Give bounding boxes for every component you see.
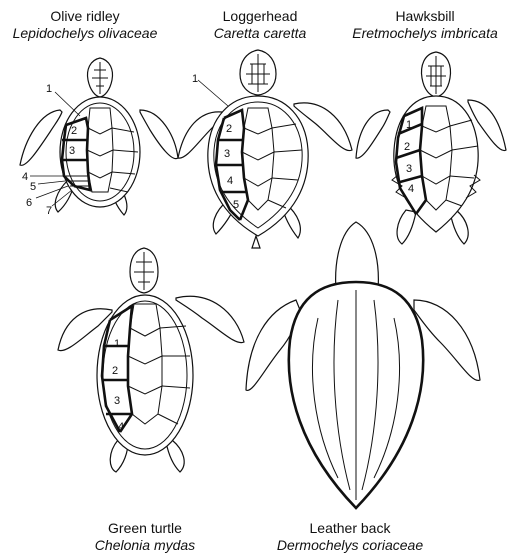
flipper [140,110,178,159]
scute-label: 1 [406,119,412,131]
scute-label: 4 [227,175,233,187]
loggerhead-turtle: 1 2 3 4 5 [178,50,352,248]
scute-label: 1 [46,83,52,95]
olive-ridley-turtle: 1 2 3 4 5 6 7 [20,58,178,217]
scute-label: 4 [408,183,414,195]
scute-label: 3 [406,163,412,175]
scute-label: 6 [26,197,32,209]
scute-label: 4 [22,171,28,183]
tail [252,236,260,248]
green-turtle: 1 2 3 4 [58,248,244,472]
flipper [397,210,416,244]
scute-label: 5 [233,199,239,211]
scute-label: 7 [46,205,52,217]
scute-label: 1 [192,73,198,85]
hawksbill-turtle: 1 2 3 4 [356,52,506,244]
scute-label: 3 [114,395,120,407]
scute-label: 3 [69,145,75,157]
scute-label: 2 [226,123,232,135]
scute-label: 5 [30,181,36,193]
scute-label: 4 [118,421,124,433]
head-neck [336,222,379,290]
leader-line [198,80,228,106]
flipper [20,110,62,165]
scute-label: 2 [112,365,118,377]
scute-label: 2 [71,125,77,137]
flipper [356,110,390,158]
scute-label: 2 [404,141,410,153]
scute-label: 3 [224,148,230,160]
scute-label: 1 [114,338,120,350]
leatherback-turtle [246,222,480,508]
